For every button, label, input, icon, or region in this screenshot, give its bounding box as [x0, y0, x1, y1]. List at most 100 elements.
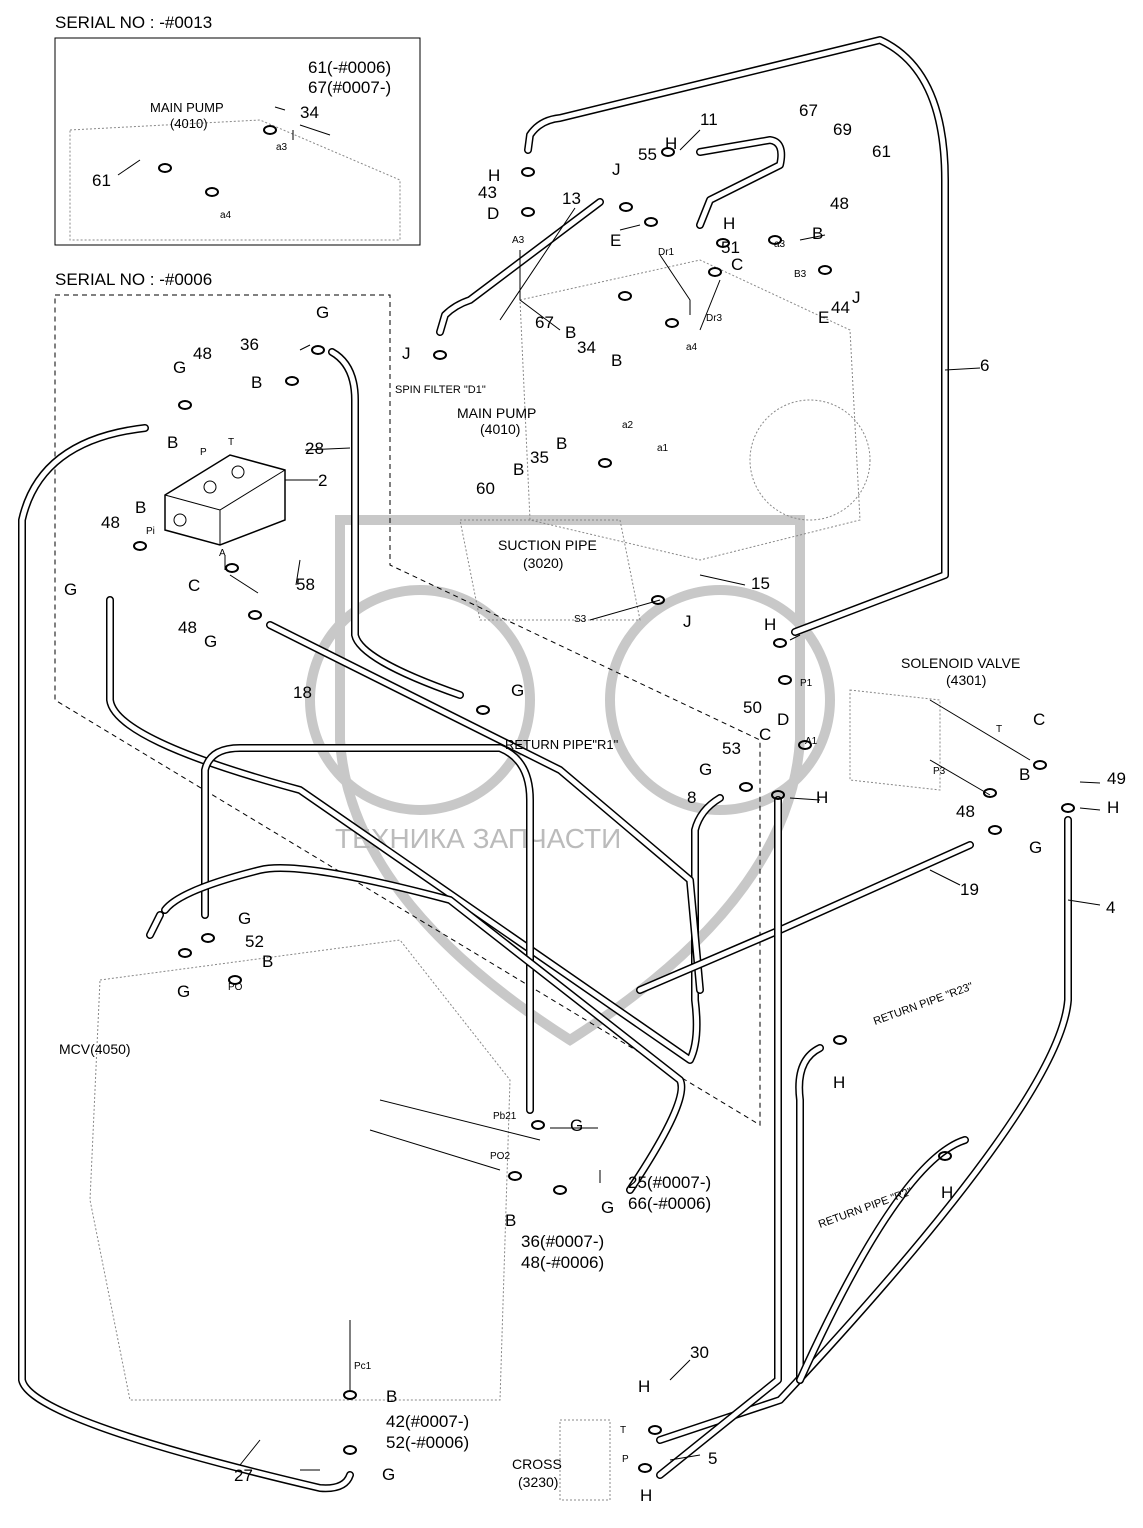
callout-label: 67 [535, 313, 554, 332]
o-ring [228, 975, 242, 985]
callout-label: T [996, 724, 1002, 735]
o-ring [343, 1445, 357, 1455]
callout-label: 25(#0007-) [628, 1173, 711, 1192]
callout-label: C [1033, 710, 1045, 729]
o-ring [773, 638, 787, 648]
o-ring [598, 458, 612, 468]
callout-label: 34 [577, 338, 596, 357]
hose-line [657, 797, 781, 1478]
hose-line [796, 1136, 969, 1384]
hose-line [19, 425, 353, 1491]
o-ring [771, 790, 785, 800]
callout-label: 61 [92, 171, 111, 190]
callout-label: H [723, 214, 735, 233]
callout-label: B [251, 373, 262, 392]
o-ring [988, 825, 1002, 835]
callout-label: 34 [300, 103, 319, 122]
callout-label: J [612, 160, 621, 179]
callout-label: SERIAL NO : -#0006 [55, 270, 212, 289]
callout-label: A3 [512, 235, 525, 246]
hose-line [657, 817, 1071, 1443]
callout-label: B [167, 433, 178, 452]
o-ring [716, 238, 730, 248]
callout-label: 61(-#0006) [308, 58, 391, 77]
hose-line [437, 199, 603, 335]
callout-label: 6 [980, 356, 989, 375]
callout-label: 60 [476, 479, 495, 498]
o-ring [225, 563, 239, 573]
callout-label: T [228, 437, 234, 448]
callout-label: 50 [743, 698, 762, 717]
callout-label: (4010) [170, 116, 208, 131]
callout-label: G [382, 1465, 395, 1484]
o-ring [619, 202, 633, 212]
callout-label: D [487, 204, 499, 223]
callout-label: SOLENOID VALVE [901, 655, 1020, 671]
callout-label: H [941, 1183, 953, 1202]
o-ring [178, 948, 192, 958]
hose-line [797, 1137, 968, 1383]
callout-label: Pi [146, 526, 155, 537]
o-ring [311, 345, 325, 355]
o-ring [178, 400, 192, 410]
o-ring [205, 187, 219, 197]
callout-label: CROSS [512, 1456, 562, 1472]
callout-label: a2 [622, 420, 634, 431]
o-ring [508, 1171, 522, 1181]
callout-label: 52 [245, 932, 264, 951]
callout-label: J [683, 612, 692, 631]
callout-label: B [1019, 765, 1030, 784]
callout-label: H [640, 1486, 652, 1505]
o-ring [638, 1463, 652, 1473]
callout-label: P3 [933, 766, 946, 777]
callout-label: Pc1 [354, 1361, 372, 1372]
callout-label: J [852, 288, 861, 307]
callout-label: B [135, 498, 146, 517]
callout-label: 55 [638, 145, 657, 164]
callout-label: T [620, 1425, 626, 1436]
serial-0006-region [54, 294, 761, 1126]
callout-labels: SERIAL NO : -#001361(-#0006)67(#0007-)34… [55, 13, 1126, 1505]
callout-label: E [818, 308, 829, 327]
callout-label: B3 [794, 269, 807, 280]
callout-label: a3 [276, 142, 288, 153]
hose-line [202, 745, 533, 1113]
callout-label: 8 [687, 788, 696, 807]
o-ring [708, 267, 722, 277]
hose-line [796, 1045, 823, 1383]
o-ring [285, 376, 299, 386]
callout-label: C [188, 576, 200, 595]
callout-label: MCV(4050) [59, 1041, 131, 1057]
callout-label: 42(#0007-) [386, 1412, 469, 1431]
callout-label: 49 [1107, 769, 1126, 788]
callout-label: A1 [805, 736, 818, 747]
manifold-block-2 [164, 454, 286, 546]
hose-line [266, 621, 704, 994]
callout-label: Dr3 [706, 313, 723, 324]
o-ring [938, 1151, 952, 1161]
callout-label: G [204, 632, 217, 651]
callout-label: 48 [830, 194, 849, 213]
callout-label: 48 [101, 513, 120, 532]
callout-label: C [759, 725, 771, 744]
callout-label: a4 [220, 210, 232, 221]
o-ring [1033, 760, 1047, 770]
callout-label: a3 [774, 239, 786, 250]
callout-label: G [699, 760, 712, 779]
callout-label: G [177, 982, 190, 1001]
o-ring [133, 541, 147, 551]
o-ring [521, 167, 535, 177]
callout-label: 28 [305, 439, 324, 458]
hose-line [525, 37, 948, 635]
callout-label: a1 [657, 443, 669, 454]
callout-label: A [219, 548, 226, 559]
o-ring [618, 291, 632, 301]
callout-label: G [1029, 838, 1042, 857]
hose-line [147, 865, 684, 1193]
callout-label: 53 [722, 739, 741, 758]
callout-label: H [764, 615, 776, 634]
callout-label: 19 [960, 880, 979, 899]
callout-label: 36 [240, 335, 259, 354]
callout-label: P1 [800, 678, 813, 689]
